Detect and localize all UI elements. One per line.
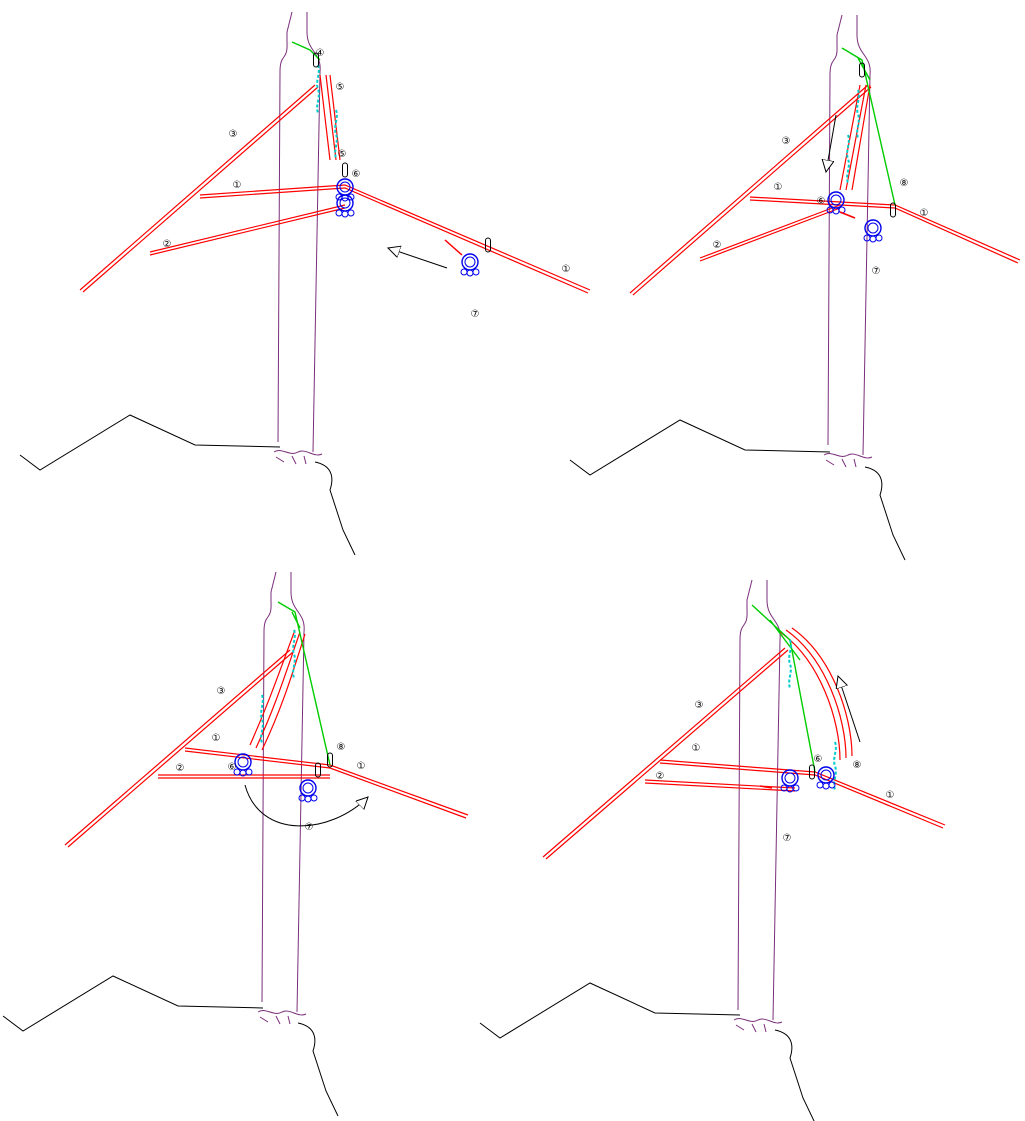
label-3-panel-2: ③ [782, 136, 791, 147]
svg-text:①: ① [886, 790, 895, 801]
label-1-panel-1: ① [562, 264, 571, 275]
swing-right-arrow [244, 784, 368, 827]
label-8-panel-3: ⑧ [337, 742, 346, 753]
panel-4 [479, 579, 946, 1121]
svg-text:①: ① [357, 761, 366, 772]
svg-text:②: ② [163, 239, 172, 250]
svg-text:⑧: ⑧ [337, 742, 346, 753]
label-1-panel-4: ① [692, 743, 701, 754]
svg-text:⑦: ⑦ [305, 822, 314, 833]
label-1-panel-2: ① [920, 208, 929, 219]
svg-text:④: ④ [316, 48, 325, 59]
label-1-panel-2: ① [774, 182, 783, 193]
svg-text:①: ① [692, 743, 701, 754]
svg-text:①: ① [774, 182, 783, 193]
label-5-panel-1: ⑤ [338, 149, 347, 160]
svg-text:③: ③ [695, 700, 704, 711]
label-1-panel-3: ① [357, 761, 366, 772]
label-8-panel-2: ⑧ [900, 178, 909, 189]
svg-text:③: ③ [229, 129, 238, 140]
panel-3 [2, 571, 469, 1117]
move-left-arrow [388, 248, 448, 269]
label-7-panel-3: ⑦ [305, 822, 314, 833]
svg-text:②: ② [176, 763, 185, 774]
label-2-panel-3: ② [176, 763, 185, 774]
label-7-panel-2: ⑦ [872, 266, 881, 277]
svg-text:⑥: ⑥ [814, 754, 823, 765]
label-7-panel-1: ⑦ [471, 309, 480, 320]
label-6-panel-4: ⑥ [814, 754, 823, 765]
svg-text:⑦: ⑦ [471, 309, 480, 320]
svg-text:⑧: ⑧ [900, 178, 909, 189]
svg-text:⑤: ⑤ [336, 82, 345, 93]
label-1-panel-1: ① [233, 180, 242, 191]
svg-text:⑥: ⑥ [352, 169, 361, 180]
svg-text:②: ② [713, 240, 722, 251]
svg-text:⑥: ⑥ [228, 762, 237, 773]
label-1-panel-4: ① [886, 790, 895, 801]
label-6-panel-3: ⑥ [228, 762, 237, 773]
svg-text:⑧: ⑧ [853, 760, 862, 771]
svg-text:①: ① [562, 264, 571, 275]
label-8-panel-4: ⑧ [853, 760, 862, 771]
svg-text:⑦: ⑦ [872, 266, 881, 277]
label-6-panel-1: ⑥ [352, 169, 361, 180]
label-1-panel-3: ① [212, 733, 221, 744]
svg-text:③: ③ [217, 686, 226, 697]
svg-text:⑤: ⑤ [338, 149, 347, 160]
panel-2 [569, 14, 1021, 561]
label-3-panel-3: ③ [217, 686, 226, 697]
label-2-panel-4: ② [656, 771, 665, 782]
label-7-panel-4: ⑦ [783, 833, 792, 844]
label-2-panel-2: ② [713, 240, 722, 251]
label-3-panel-4: ③ [695, 700, 704, 711]
svg-text:①: ① [212, 733, 221, 744]
label-6-panel-2: ⑥ [817, 196, 826, 207]
svg-text:①: ① [920, 208, 929, 219]
move-down-arrow [826, 114, 837, 172]
label-5-panel-1: ⑤ [336, 82, 345, 93]
move-up-arrow [838, 676, 861, 743]
panel-1 [19, 11, 591, 556]
svg-text:⑦: ⑦ [783, 833, 792, 844]
svg-text:①: ① [233, 180, 242, 191]
svg-text:②: ② [656, 771, 665, 782]
label-3-panel-1: ③ [229, 129, 238, 140]
label-2-panel-1: ② [163, 239, 172, 250]
svg-text:⑥: ⑥ [817, 196, 826, 207]
svg-text:③: ③ [782, 136, 791, 147]
label-4-panel-1: ④ [316, 48, 325, 59]
